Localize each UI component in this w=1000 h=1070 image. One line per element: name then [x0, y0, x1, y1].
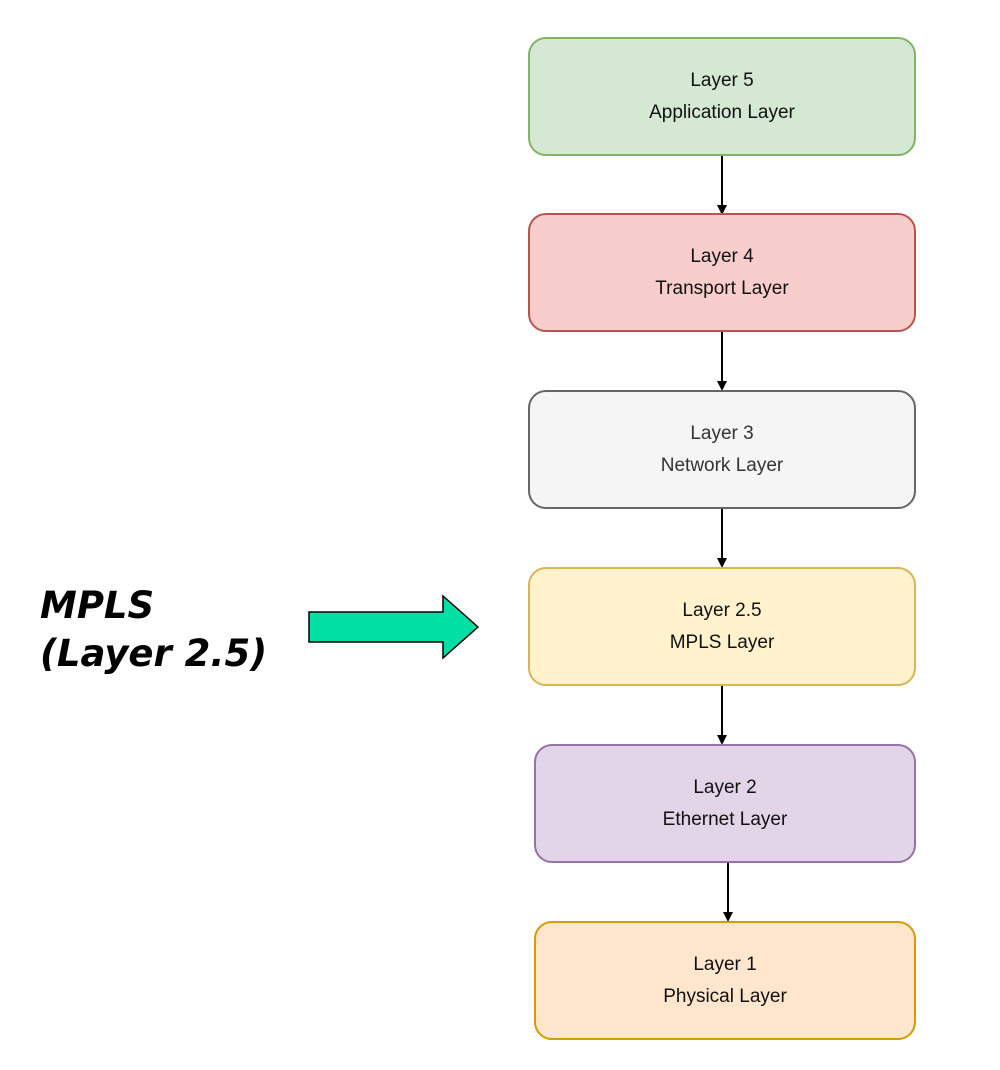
layer-2-ethernet-box: Layer 2 Ethernet Layer [534, 744, 916, 863]
layer-name: Application Layer [649, 101, 795, 123]
layer-number: Layer 2.5 [682, 599, 762, 621]
layer-number: Layer 5 [690, 69, 754, 91]
side-label-line-1: MPLS [40, 584, 155, 627]
mpls-pointer-arrow [308, 594, 480, 660]
layer-name: Network Layer [660, 454, 784, 476]
layer-number: Layer 2 [693, 776, 757, 798]
layer-number: Layer 4 [690, 245, 754, 267]
layer-name: MPLS Layer [669, 631, 775, 653]
layer-number: Layer 3 [690, 422, 754, 444]
layer-name: Physical Layer [663, 985, 787, 1007]
mpls-side-label: MPLS (Layer 2.5) [40, 582, 267, 678]
layer-3-network-box: Layer 3 Network Layer [528, 390, 916, 509]
layer-number: Layer 1 [693, 953, 757, 975]
side-label-line-2: (Layer 2.5) [40, 632, 268, 675]
layer-name: Ethernet Layer [662, 808, 788, 830]
layer-2-5-mpls-box: Layer 2.5 MPLS Layer [528, 567, 916, 686]
layer-1-physical-box: Layer 1 Physical Layer [534, 921, 916, 1040]
layer-4-transport-box: Layer 4 Transport Layer [528, 213, 916, 332]
layer-name: Transport Layer [655, 277, 789, 299]
layer-5-application-box: Layer 5 Application Layer [528, 37, 916, 156]
